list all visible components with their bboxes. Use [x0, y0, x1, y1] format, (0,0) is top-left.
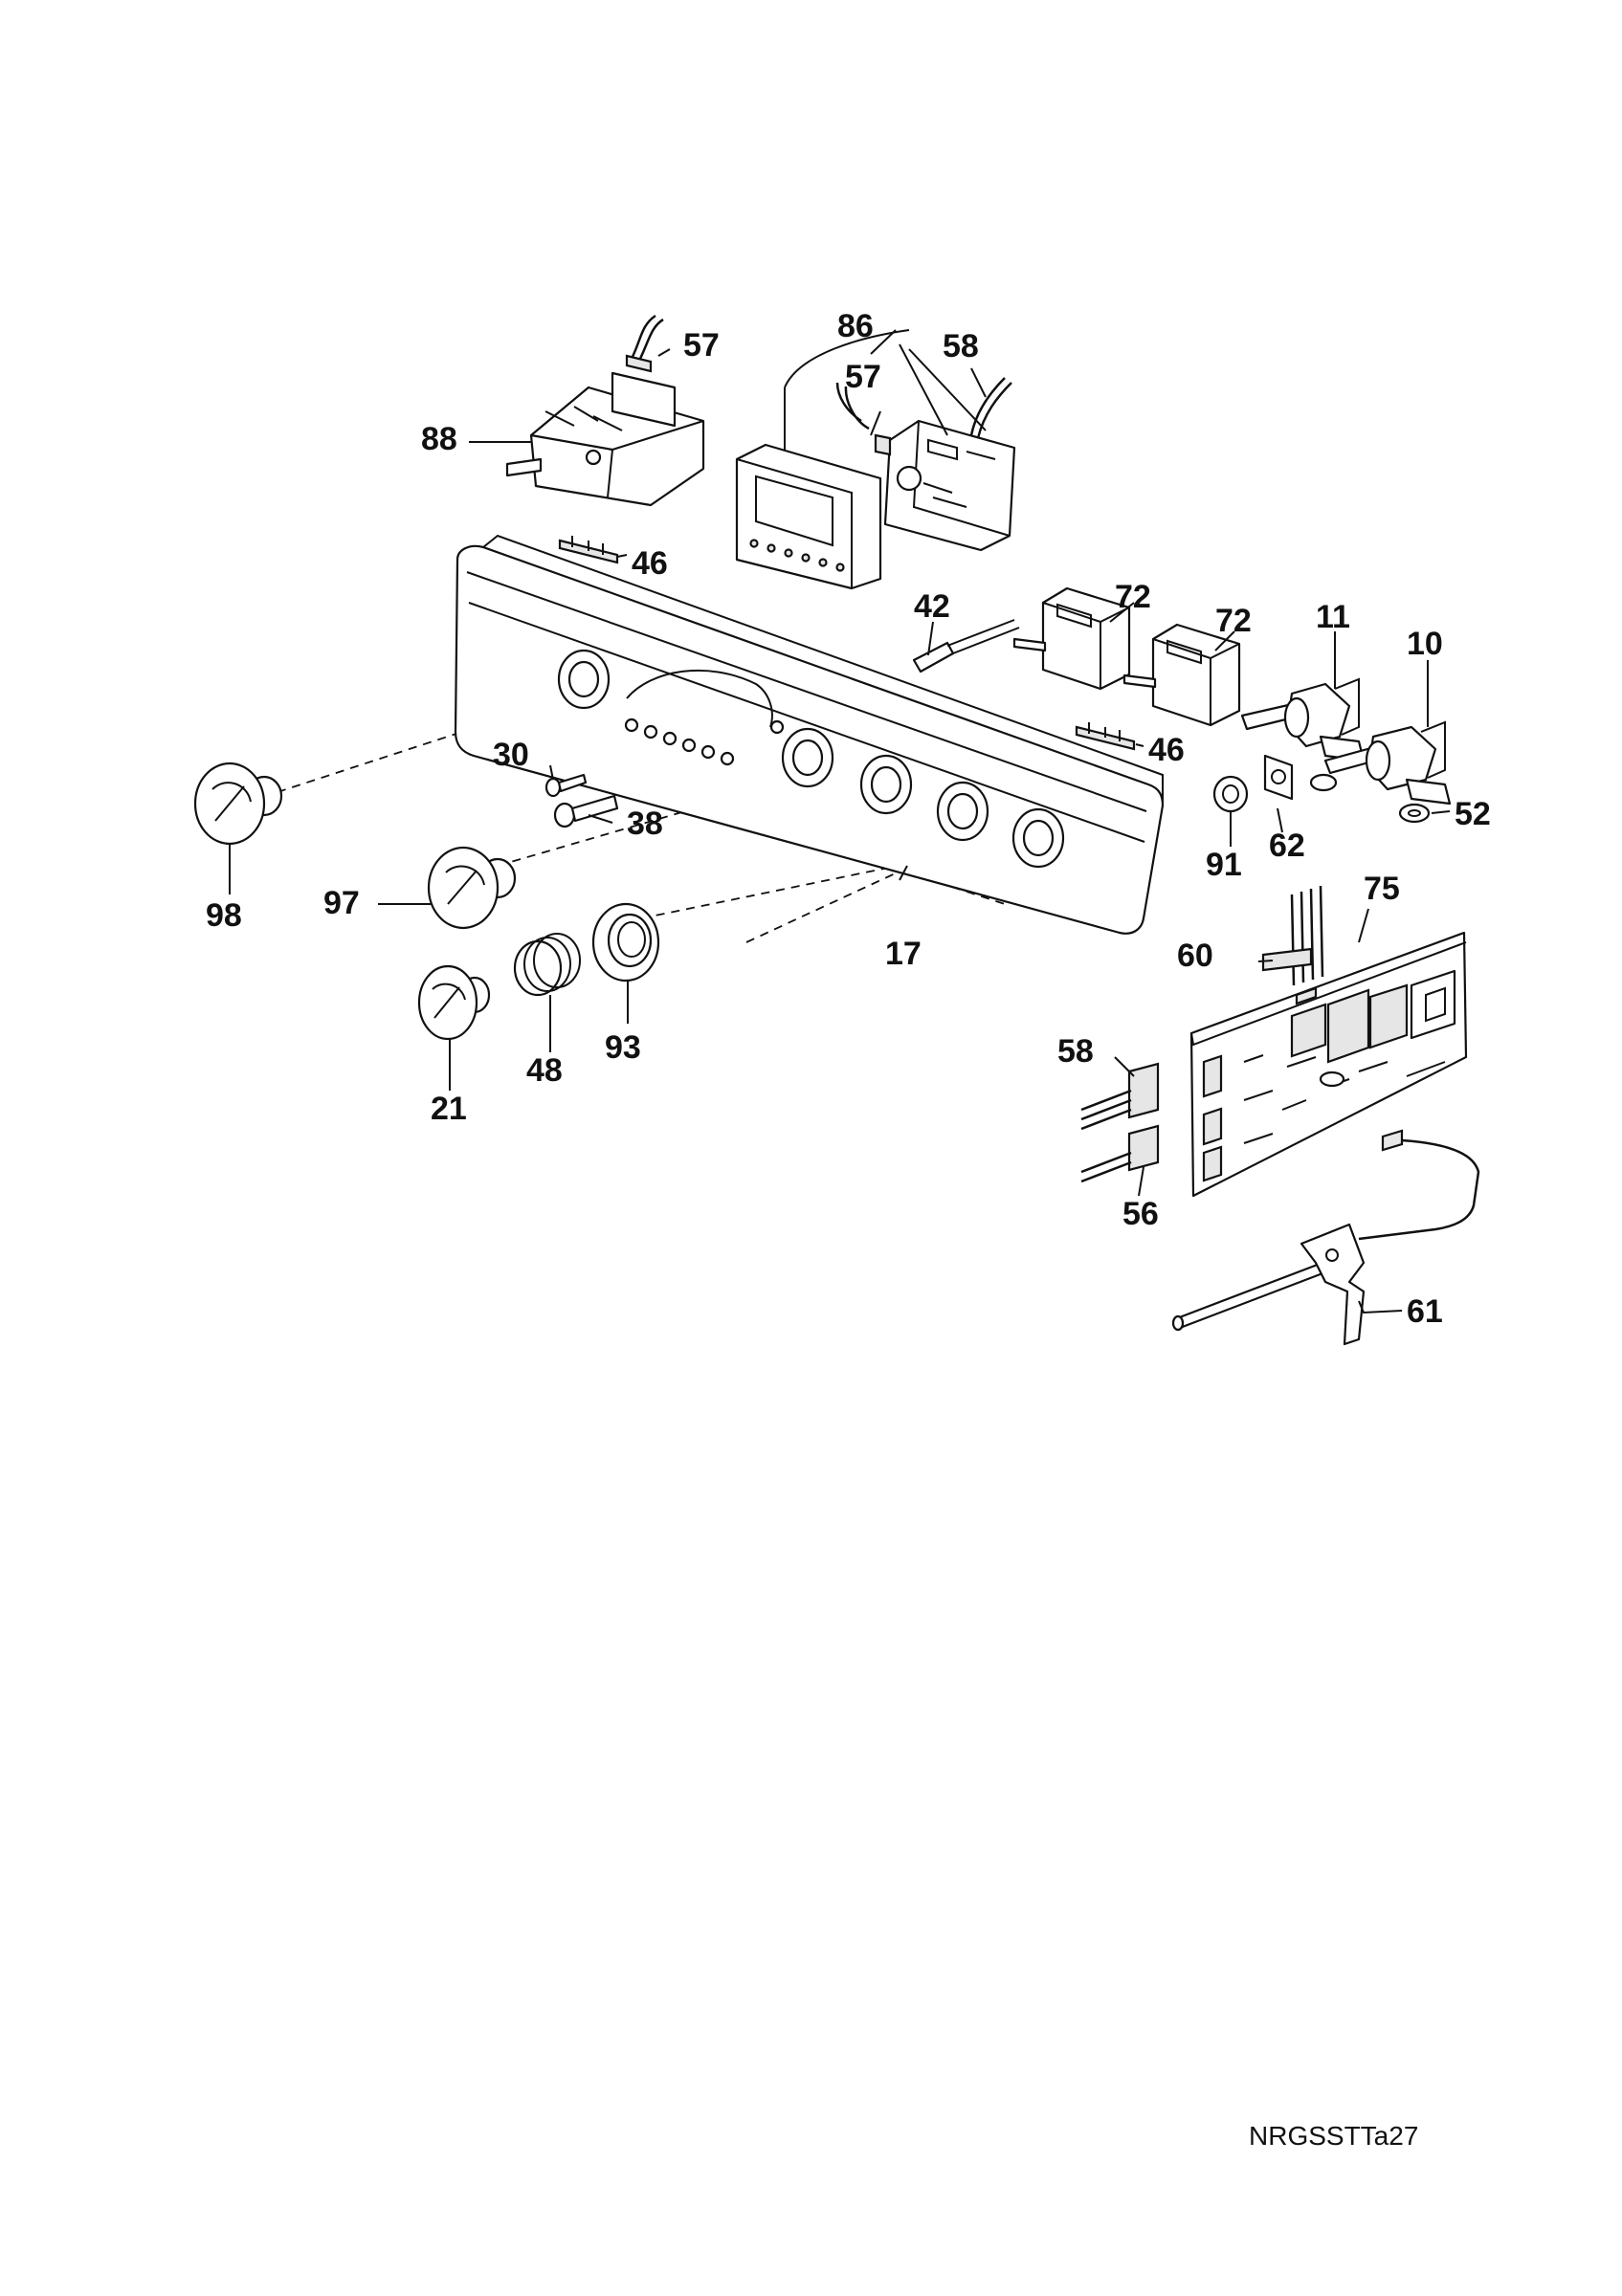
- label-part-52: 52: [1455, 796, 1491, 832]
- label-part-91: 91: [1206, 847, 1242, 883]
- part-labels: 57 86 58 57 88 46 72 42 72 11 10 46 30 5…: [206, 308, 1491, 1330]
- label-part-57-top: 57: [683, 327, 720, 364]
- label-part-42: 42: [914, 588, 950, 625]
- label-part-10: 10: [1407, 626, 1443, 662]
- label-part-93: 93: [605, 1029, 641, 1066]
- diagram-reference-code: NRGSSTTa27: [1249, 2121, 1418, 2151]
- selector-switch-part: [505, 371, 705, 507]
- label-part-11: 11: [1316, 599, 1350, 635]
- knob-97-part: [427, 846, 517, 930]
- label-part-72-left: 72: [1115, 579, 1151, 615]
- label-part-21: 21: [431, 1091, 467, 1127]
- label-part-62: 62: [1269, 828, 1305, 864]
- screw-38-part: [553, 794, 619, 828]
- label-part-86: 86: [837, 308, 874, 344]
- label-part-56: 56: [1122, 1196, 1159, 1232]
- clip-46-lower-part: [1075, 722, 1136, 751]
- ring-93-part: [591, 902, 660, 982]
- label-part-58-lower: 58: [1057, 1033, 1094, 1070]
- rod-61-part: [1171, 1223, 1366, 1346]
- knob-98-part: [193, 762, 283, 846]
- label-part-17: 17: [885, 936, 922, 972]
- timer-display-part: [735, 329, 1016, 590]
- lamp-part: [912, 619, 1020, 673]
- knob-21-part: [417, 964, 491, 1041]
- label-part-38: 38: [627, 806, 663, 842]
- connector-57-part: [625, 314, 664, 373]
- label-part-48: 48: [526, 1052, 563, 1089]
- control-panel-part: [454, 534, 1165, 935]
- energy-regulator-2-part: [1122, 623, 1241, 727]
- label-part-46-lower: 46: [1148, 732, 1185, 768]
- label-part-60: 60: [1177, 938, 1213, 974]
- label-part-57-middle: 57: [845, 359, 881, 395]
- bush-91-part: [1212, 775, 1249, 813]
- leader-lines: [229, 329, 1451, 1314]
- screw-30-part: [544, 773, 588, 798]
- spring-48-part: [513, 933, 581, 997]
- label-part-46-upper: 46: [632, 545, 668, 582]
- label-part-75: 75: [1364, 871, 1400, 907]
- gas-tap-11-part: [1240, 677, 1366, 762]
- gas-tap-10-part: [1323, 720, 1452, 806]
- label-part-30: 30: [493, 737, 529, 773]
- label-part-97: 97: [323, 885, 360, 921]
- energy-regulator-1-part: [1012, 586, 1131, 691]
- bracket-62-part: [1263, 754, 1338, 801]
- pcb-75-part: [1080, 885, 1480, 1241]
- label-part-88: 88: [421, 421, 457, 457]
- label-part-72-right: 72: [1215, 603, 1252, 639]
- clip-46-upper-part: [558, 536, 619, 564]
- label-part-98: 98: [206, 897, 242, 934]
- washer-52-part: [1398, 803, 1431, 824]
- label-part-61: 61: [1407, 1293, 1443, 1330]
- label-part-58-top: 58: [943, 328, 979, 364]
